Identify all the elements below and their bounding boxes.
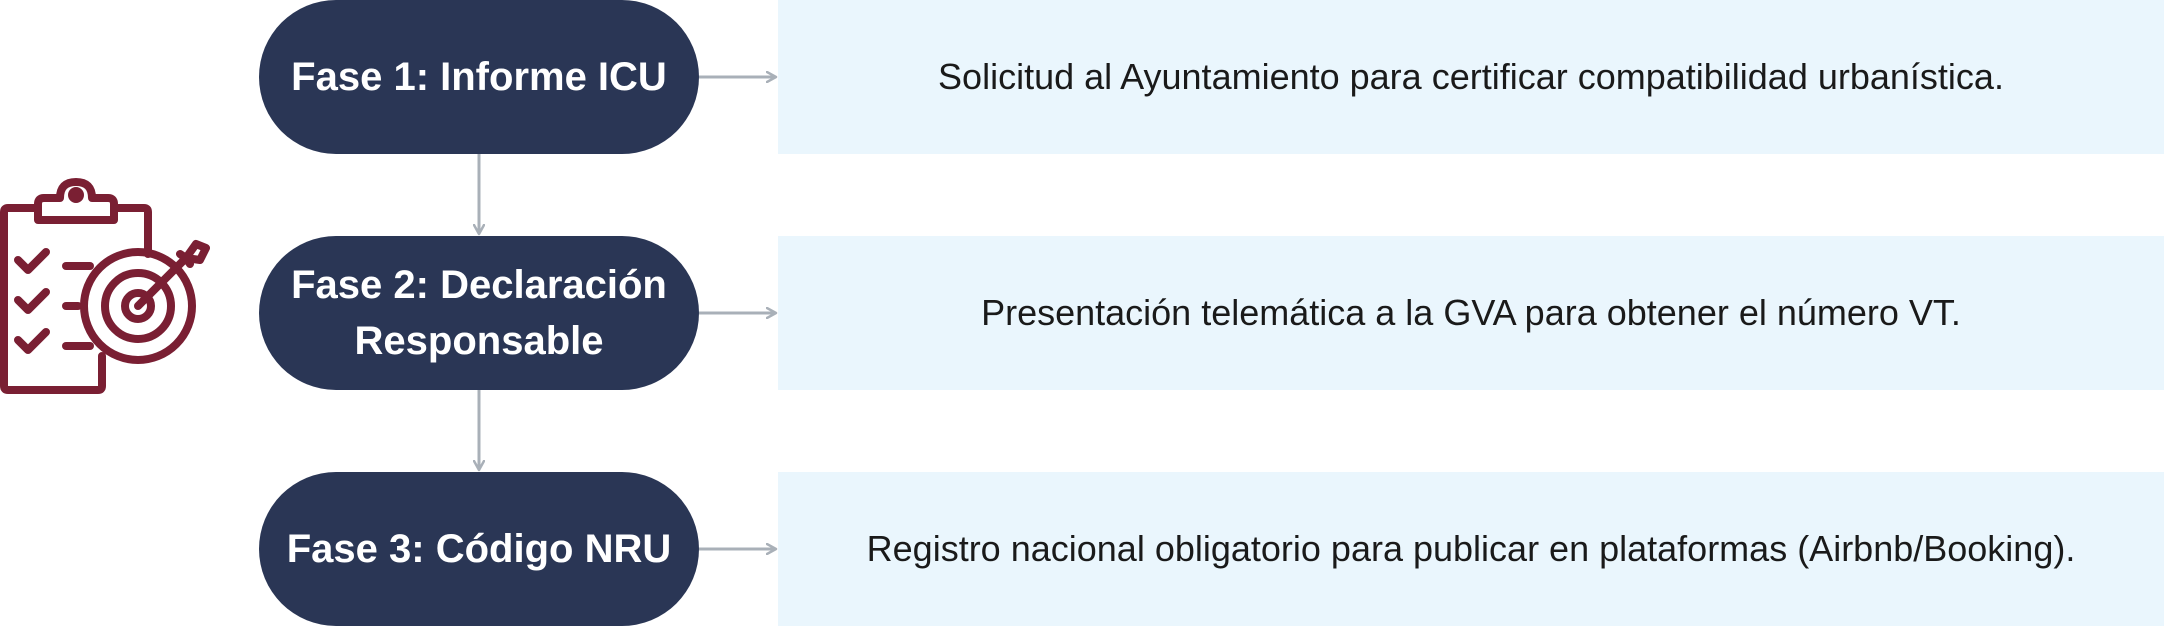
phase-2-title-line-1: Fase 2: Declaración <box>291 263 667 307</box>
phase-1-description: Solicitud al Ayuntamiento para certifica… <box>938 56 2004 97</box>
phase-1-description-box: Solicitud al Ayuntamiento para certifica… <box>778 0 2164 154</box>
phase-2-description: Presentación telemática a la GVA para ob… <box>981 292 1961 333</box>
phase-2-pill: Fase 2: Declaración Responsable <box>259 236 699 390</box>
phase-2-title: Fase 2: Declaración Responsable <box>291 257 667 369</box>
phase-1-title-line-1: Fase 1: Informe ICU <box>291 55 667 99</box>
clipboard-target-icon <box>0 178 210 394</box>
phase-2-description-box: Presentación telemática a la GVA para ob… <box>778 236 2164 390</box>
phase-3-description-box: Registro nacional obligatorio para publi… <box>778 472 2164 626</box>
phase-3-pill: Fase 3: Código NRU <box>259 472 699 626</box>
phase-3-description: Registro nacional obligatorio para publi… <box>866 528 2076 569</box>
phase-3-title: Fase 3: Código NRU <box>287 521 671 577</box>
phase-2-title-line-2: Responsable <box>354 319 604 363</box>
phase-3-title-line-1: Fase 3: Código NRU <box>286 527 672 571</box>
phase-1-title: Fase 1: Informe ICU <box>291 49 667 105</box>
phase-1-pill: Fase 1: Informe ICU <box>259 0 699 154</box>
